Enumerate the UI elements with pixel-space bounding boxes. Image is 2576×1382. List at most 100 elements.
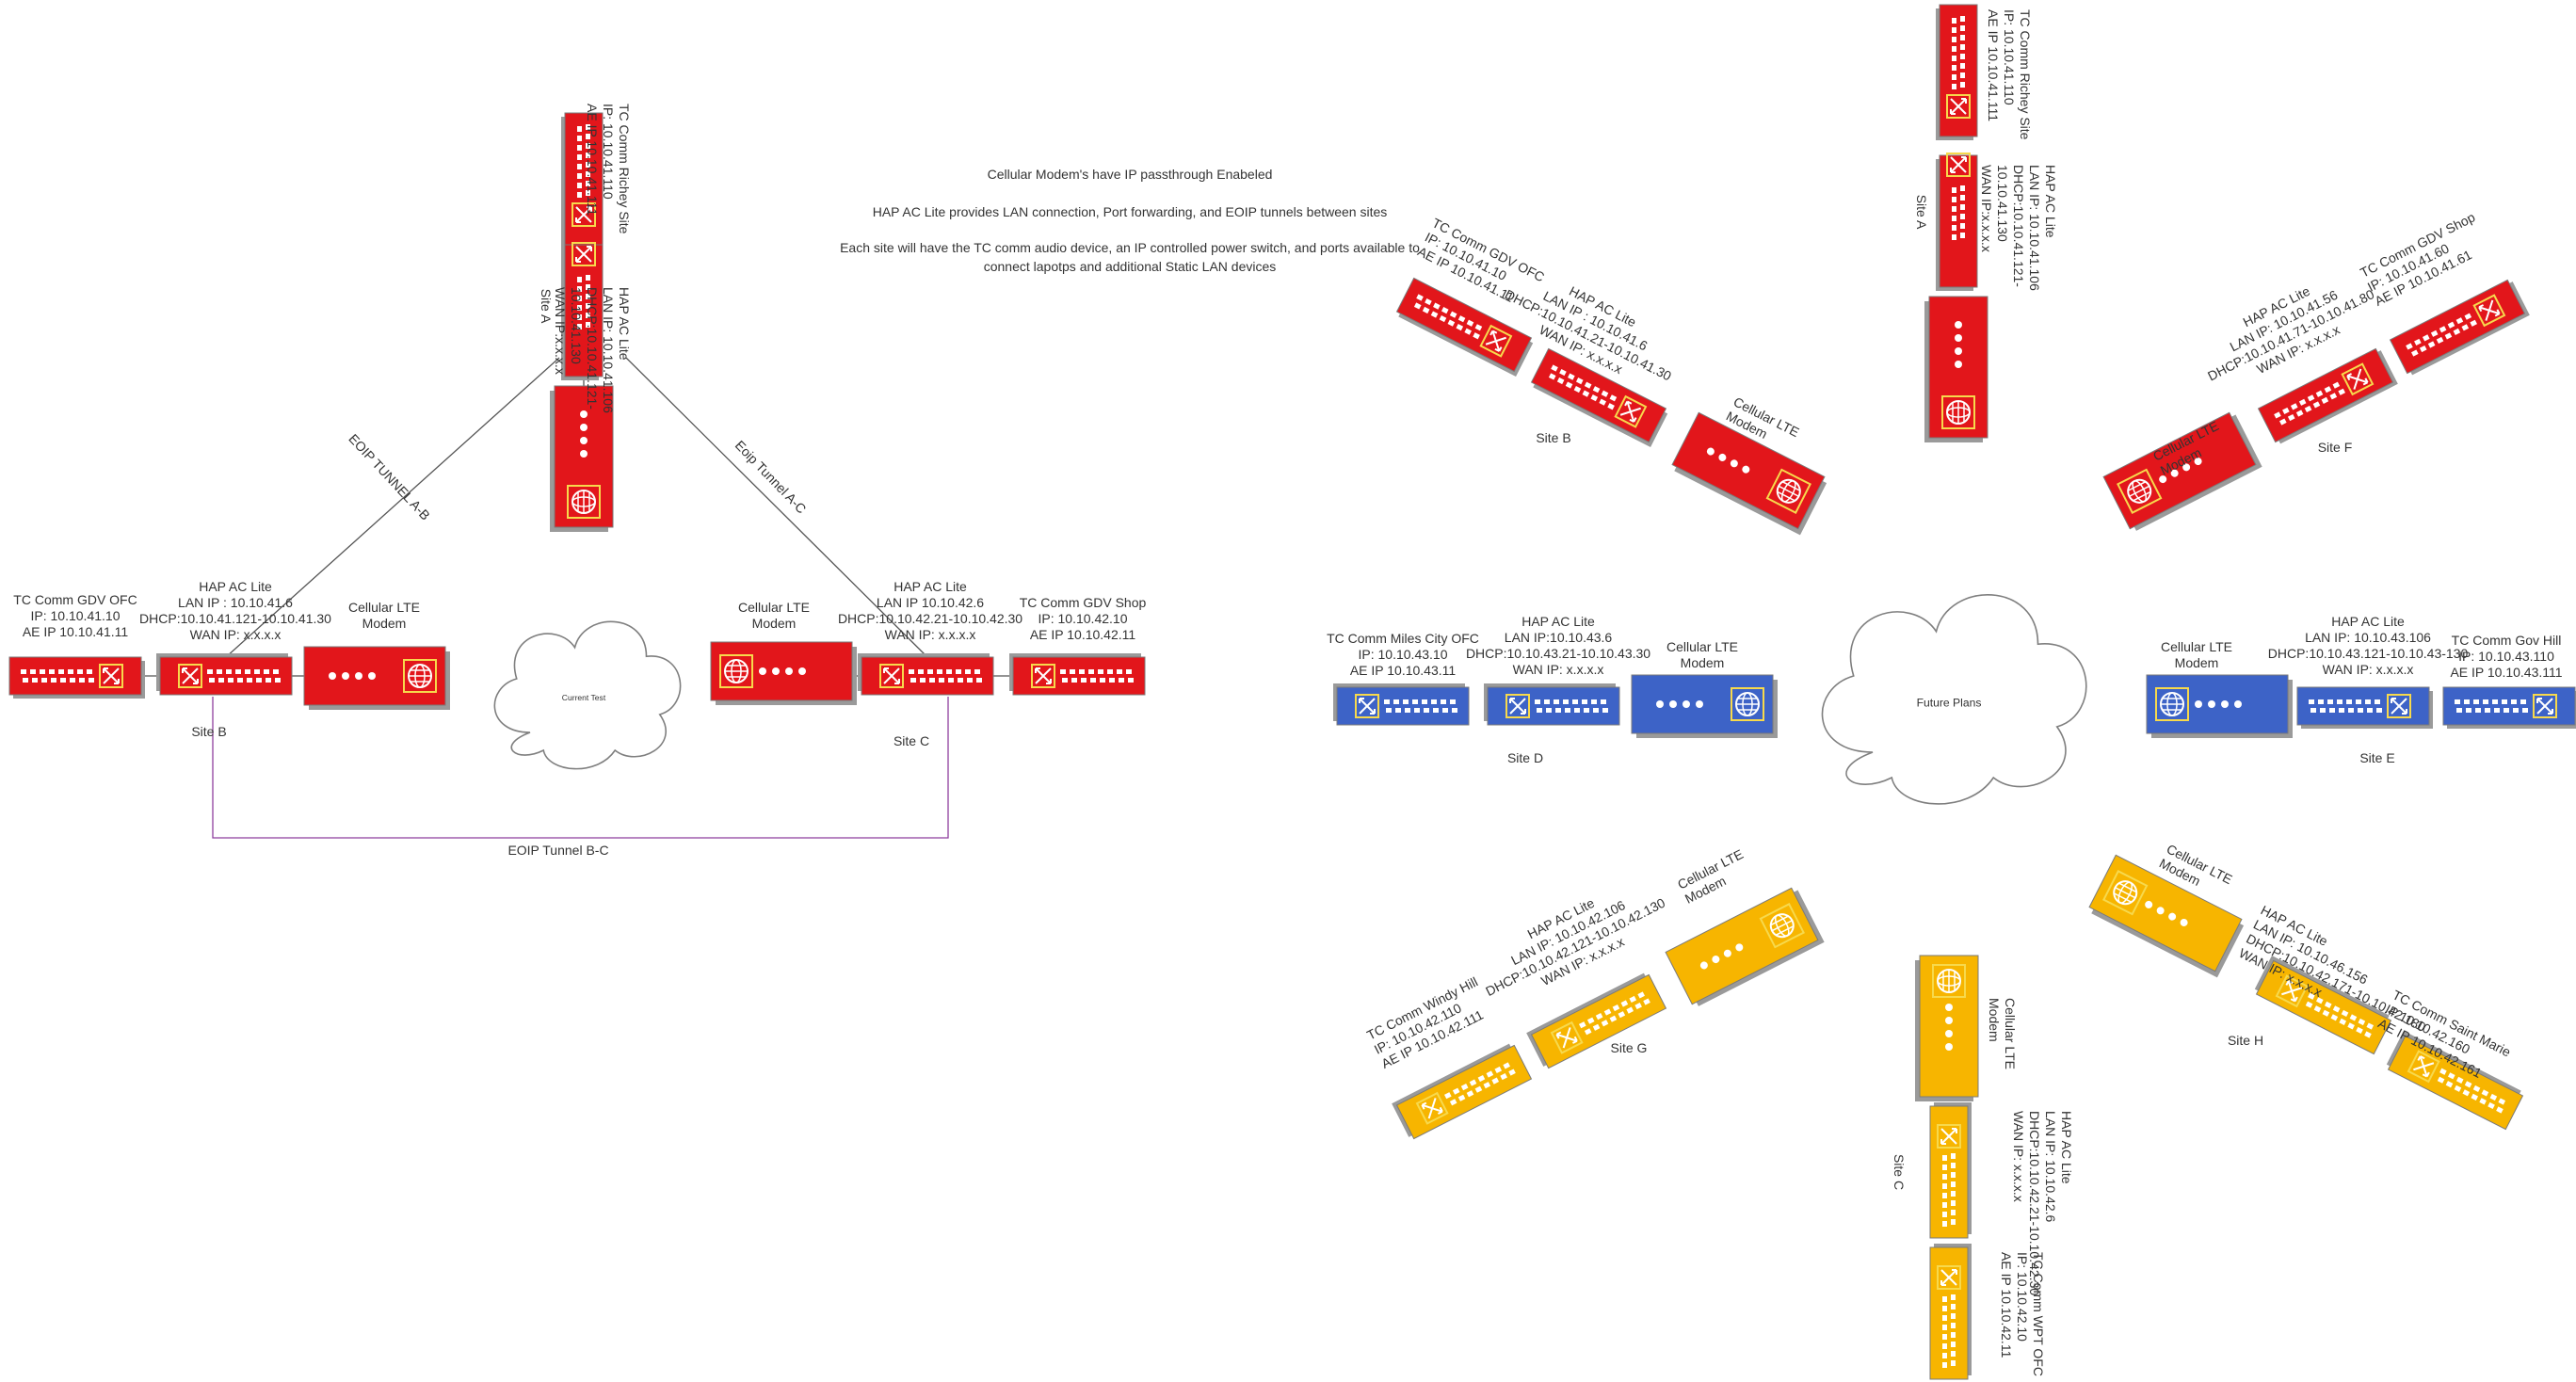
- port-icon: [1109, 678, 1115, 683]
- switch-arrows-icon: [99, 664, 123, 688]
- led-icon: [2170, 469, 2179, 477]
- port-icon: [1952, 74, 1956, 80]
- port-icon: [586, 303, 590, 309]
- site-c-modem-label-line: Cellular LTE: [738, 600, 810, 615]
- port-icon: [2320, 708, 2326, 713]
- site-c2-modem-label-line: Cellular LTE: [2003, 998, 2018, 1069]
- port-icon: [586, 294, 590, 299]
- port-icon: [1599, 398, 1607, 406]
- led-icon: [1730, 459, 1738, 468]
- port-icon: [2312, 401, 2321, 409]
- port-icon: [1126, 669, 1132, 674]
- port-icon: [87, 669, 92, 674]
- led-icon: [2182, 463, 2191, 472]
- port-icon: [1951, 1313, 1956, 1319]
- switch-arrows-icon: [178, 664, 202, 688]
- port-icon: [2464, 699, 2470, 704]
- port-icon: [1425, 297, 1432, 306]
- port-icon: [2356, 1026, 2363, 1035]
- port-icon: [577, 145, 582, 151]
- port-icon: [2522, 708, 2528, 713]
- site-a2-device-label-line: TC Comm Richey Site: [2018, 9, 2033, 140]
- led-icon: [2168, 912, 2177, 921]
- port-icon: [1572, 699, 1578, 704]
- site-f-modem-body: [2102, 411, 2257, 530]
- port-icon: [1450, 699, 1456, 704]
- port-icon: [1457, 1094, 1466, 1101]
- site-e-hap-label-line: DHCP:10.10.43.121-10.10.43-130: [2268, 646, 2469, 661]
- port-icon: [254, 669, 260, 674]
- port-icon: [920, 678, 926, 683]
- site-c2-hap-label-line: WAN IP: x.x.x.x: [2011, 1111, 2026, 1202]
- port-icon: [577, 277, 582, 282]
- port-icon: [89, 678, 94, 683]
- port-icon: [2447, 321, 2455, 329]
- port-icon: [2346, 699, 2352, 704]
- port-icon: [586, 162, 590, 168]
- port-icon: [2489, 1093, 2498, 1101]
- port-icon: [2461, 324, 2470, 331]
- port-icon: [1556, 377, 1565, 385]
- port-icon: [2305, 1001, 2313, 1008]
- port-icon: [2307, 394, 2315, 402]
- led-icon: [580, 424, 588, 431]
- globe-icon: [1731, 687, 1764, 721]
- led-icon: [1945, 1043, 1953, 1051]
- port-icon: [1559, 368, 1567, 377]
- port-icon: [2376, 708, 2382, 713]
- site-f-modem: [2102, 411, 2262, 531]
- led-icon: [1669, 700, 1677, 708]
- note-hap-role: HAP AC Lite provides LAN connection, Por…: [873, 204, 1388, 219]
- port-icon: [2367, 708, 2373, 713]
- port-icon: [2279, 418, 2287, 426]
- port-icon: [1508, 1069, 1516, 1076]
- port-icon: [2455, 317, 2464, 325]
- port-icon: [1942, 1193, 1947, 1198]
- site-b-device-label-line: IP: 10.10.41.10: [31, 608, 121, 623]
- led-icon: [759, 667, 766, 675]
- port-icon: [1960, 25, 1965, 31]
- port-icon: [2436, 336, 2444, 345]
- port-icon: [2329, 708, 2335, 713]
- port-icon: [2439, 1068, 2447, 1075]
- port-icon: [2427, 341, 2436, 348]
- port-icon: [2411, 349, 2419, 357]
- port-icon: [1403, 699, 1409, 704]
- port-icon: [1128, 678, 1134, 683]
- tunnel-ac-label: Eoip Tunnel A-C: [733, 438, 810, 517]
- site-b-modem: [303, 646, 450, 710]
- led-icon: [1696, 700, 1703, 708]
- port-icon: [586, 153, 590, 158]
- site-c-device-body: [1012, 656, 1146, 696]
- port-icon: [1466, 1090, 1474, 1098]
- site-a2-hap: [1936, 153, 1978, 291]
- led-icon: [1723, 949, 1731, 957]
- port-icon: [237, 678, 243, 683]
- port-icon: [2422, 334, 2430, 342]
- port-icon: [1952, 37, 1956, 42]
- port-icon: [1612, 1004, 1620, 1012]
- switch-arrows-icon: [2341, 362, 2375, 396]
- port-icon: [264, 669, 269, 674]
- port-icon: [1584, 708, 1589, 713]
- site-b-device-body: [8, 656, 142, 696]
- site-c-name: Site C: [894, 733, 929, 748]
- port-icon: [577, 126, 582, 132]
- port-icon: [1952, 56, 1956, 61]
- port-icon: [1088, 669, 1094, 674]
- port-icon: [1452, 1087, 1460, 1095]
- site-d-device: [1333, 683, 1470, 726]
- site-a-hap-body: [564, 244, 604, 378]
- port-icon: [1449, 1099, 1457, 1106]
- led-icon: [580, 410, 588, 418]
- port-icon: [2485, 708, 2490, 713]
- led-icon: [2208, 700, 2215, 708]
- site-c2-modem: [1915, 955, 1979, 1101]
- led-icon: [1735, 943, 1744, 952]
